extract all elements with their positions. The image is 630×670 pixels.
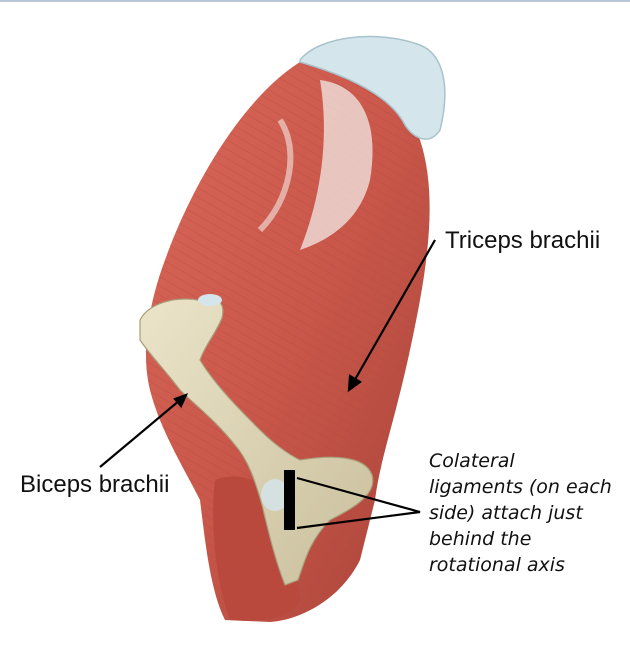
joint-cartilage [261,479,289,511]
collateral-line: ligaments (on each [429,476,612,498]
top-border [0,0,630,2]
elbow-bone [139,298,374,586]
collateral-pointer-lines [296,476,421,530]
triceps-label: Triceps brachii [445,227,601,254]
olecranon-cartilage [198,294,222,306]
triceps-tendon [300,80,373,250]
collateral-ligament-label: Colateral ligaments (on each side) attac… [429,448,612,578]
collateral-line: behind the [429,528,532,550]
humeral-head-cartilage [299,35,446,140]
biceps-arrow [99,399,181,468]
biceps-label: Biceps brachii [20,471,170,498]
collateral-line: rotational axis [429,554,565,576]
collateral-line: Colateral [429,450,515,472]
collateral-line: side) attach just [429,502,583,524]
triceps-arrow [352,239,436,384]
ligament-attachment-bar [284,470,295,530]
